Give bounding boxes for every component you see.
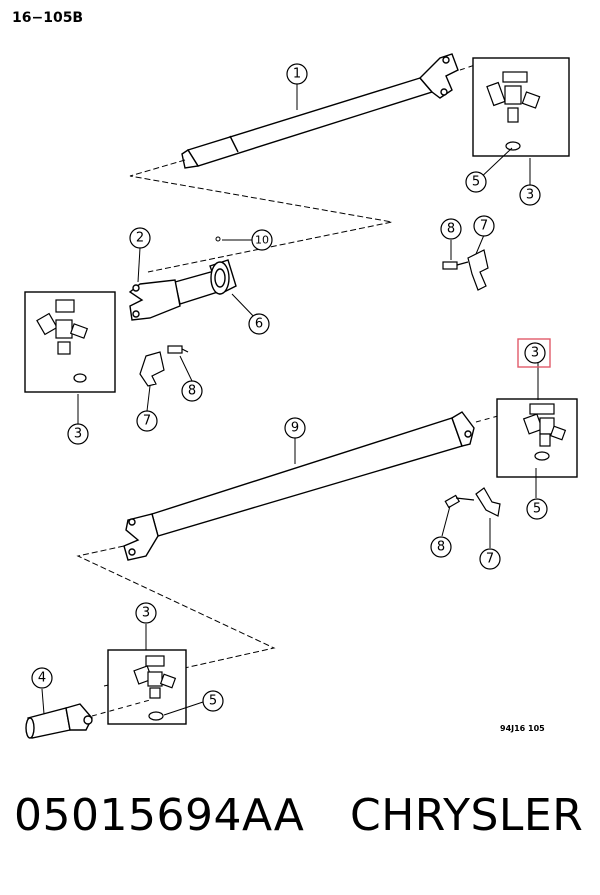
callout-9: 9: [284, 417, 306, 439]
brand-name: CHRYSLER: [350, 790, 584, 841]
u-joint-kit-box-left: [24, 291, 116, 393]
svg-text:5: 5: [209, 694, 217, 709]
leader-lines: [41, 84, 539, 716]
callout-7: 7: [136, 410, 158, 432]
svg-text:4: 4: [38, 671, 46, 686]
u-joint-kit-box-right: [496, 398, 578, 478]
svg-text:7: 7: [143, 414, 151, 429]
callout-5: 5: [465, 171, 487, 193]
svg-text:6: 6: [255, 317, 263, 332]
svg-text:3: 3: [142, 606, 150, 621]
callout-7: 7: [479, 548, 501, 570]
svg-text:8: 8: [437, 540, 445, 555]
callout-8: 8: [181, 380, 203, 402]
callout-6: 6: [248, 313, 270, 335]
dust-boot: [209, 259, 237, 295]
svg-text:10: 10: [255, 234, 269, 247]
svg-text:8: 8: [447, 222, 455, 237]
svg-text:5: 5: [533, 502, 541, 517]
callout-5: 5: [526, 498, 548, 520]
u-joint-kit-box-top: [472, 57, 570, 157]
callout-3: 3: [67, 423, 89, 445]
callout-1: 1: [286, 63, 308, 85]
page-code: 16−105B: [12, 10, 83, 26]
svg-text:8: 8: [188, 384, 196, 399]
callout-2: 2: [129, 227, 151, 249]
svg-text:3: 3: [531, 346, 539, 361]
u-joint-kit-box-bottom: [107, 649, 187, 725]
callout-7: 7: [473, 215, 495, 237]
callout-4: 4: [31, 667, 53, 689]
part-number: 05015694AA: [14, 790, 305, 841]
driveshaft-front: [181, 53, 459, 169]
stub-yoke: [25, 703, 93, 739]
svg-text:3: 3: [74, 427, 82, 442]
callout-10: 10: [251, 229, 273, 251]
svg-text:7: 7: [486, 552, 494, 567]
callout-5: 5: [202, 690, 224, 712]
callout-3-highlighted: 3: [517, 338, 551, 368]
svg-text:7: 7: [480, 219, 488, 234]
small-clip: [215, 236, 221, 242]
svg-text:2: 2: [136, 231, 144, 246]
svg-text:1: 1: [293, 67, 301, 82]
callout-3: 3: [519, 184, 541, 206]
driveshaft-rear: [123, 411, 475, 561]
strap-bolt-lower: [444, 487, 501, 517]
figure-code: 94J16 105: [500, 724, 545, 733]
callout-8: 8: [440, 218, 462, 240]
callout-3: 3: [135, 602, 157, 624]
slip-yoke: [128, 269, 225, 321]
svg-text:9: 9: [291, 421, 299, 436]
callout-8: 8: [430, 536, 452, 558]
svg-text:5: 5: [472, 175, 480, 190]
strap-bolt-left: [139, 345, 189, 387]
svg-text:3: 3: [526, 188, 534, 203]
footer: 05015694AA CHRYSLER: [0, 790, 600, 870]
strap-bolt-upper: [442, 249, 489, 291]
